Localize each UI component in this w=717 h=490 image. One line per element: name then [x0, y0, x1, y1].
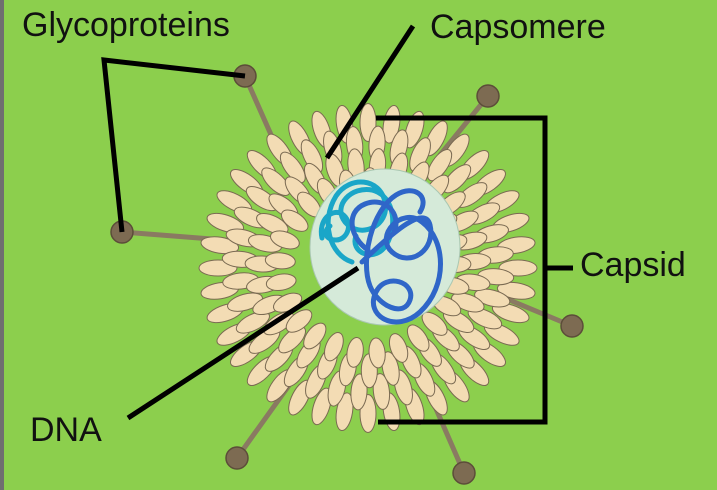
left-edge [0, 0, 4, 490]
spike-knob-4 [561, 315, 583, 337]
glycoproteins-label: Glycoproteins [22, 8, 230, 42]
spike-knob-2 [477, 85, 499, 107]
dna-label: DNA [30, 413, 102, 447]
spike-knob-5 [226, 447, 248, 469]
capsomere-label: Capsomere [430, 10, 606, 44]
spike-knob-6 [453, 462, 475, 484]
capsid-label: Capsid [580, 248, 686, 282]
